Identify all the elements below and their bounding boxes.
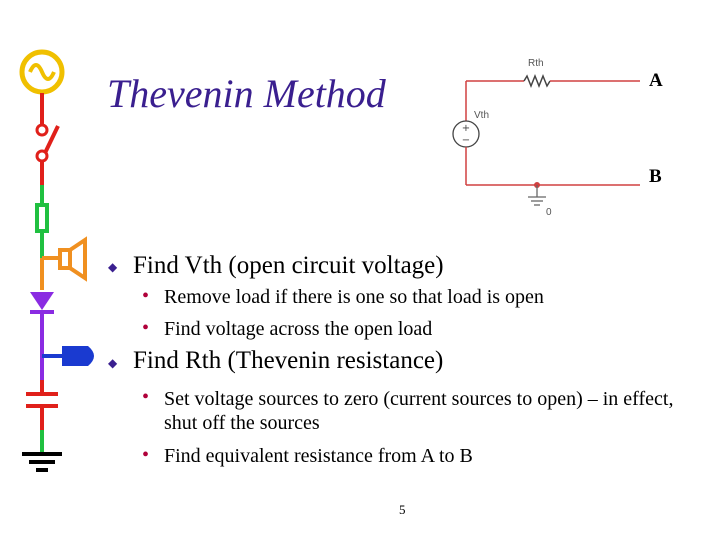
ac-source-icon: [19, 49, 65, 95]
thevenin-circuit-diagram: Rth + − Vth 0: [452, 58, 640, 218]
dot-bullet-icon: •: [142, 386, 150, 408]
dot-bullet-icon: •: [142, 317, 150, 339]
bullet-item: Find Rth (Thevenin resistance): [133, 347, 444, 374]
diode-icon: [30, 292, 54, 314]
node-b-label: B: [649, 166, 662, 187]
ground-symbol-icon: [528, 185, 546, 206]
vth-source-icon: + −: [452, 120, 480, 148]
rth-label: Rth: [528, 58, 544, 69]
vth-label: Vth: [474, 110, 489, 121]
rth-resistor-icon: [466, 73, 640, 89]
bullet-item: Find Vth (open circuit voltage): [133, 252, 444, 279]
speaker-icon: [42, 236, 87, 282]
svg-text:−: −: [462, 135, 470, 146]
node-a-label: A: [649, 70, 663, 91]
switch-icon: [35, 123, 60, 163]
capacitor-icon: [26, 392, 58, 408]
dot-bullet-icon: •: [142, 285, 150, 307]
circuit-symbols-strip: [19, 49, 94, 472]
sub-bullet-item: Remove load if there is one so that load…: [164, 286, 544, 308]
diamond-bullet-icon: ◆: [108, 260, 118, 274]
sub-bullet-item: Find equivalent resistance from A to B: [164, 445, 473, 467]
sub-bullet-item: Find voltage across the open load: [164, 318, 433, 340]
diamond-bullet-icon: ◆: [108, 356, 118, 370]
dot-bullet-icon: •: [142, 444, 150, 466]
svg-text:+: +: [462, 123, 470, 134]
resistor-icon: [35, 203, 49, 233]
page-number: 5: [399, 502, 406, 517]
sub-bullet-item: Set voltage sources to zero (current sou…: [164, 388, 674, 434]
slide-title: Thevenin Method: [107, 71, 386, 116]
ground-label: 0: [546, 207, 552, 218]
lamp-icon: [42, 346, 94, 366]
ground-icon: [22, 452, 62, 472]
